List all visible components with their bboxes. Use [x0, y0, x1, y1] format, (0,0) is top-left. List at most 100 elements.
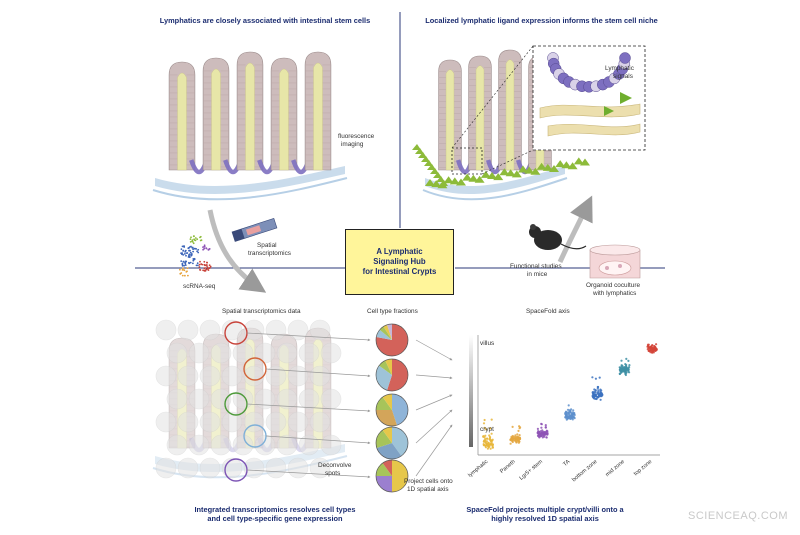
chart-point-2	[536, 427, 540, 430]
chart-point-0	[483, 418, 486, 422]
title-top-left: Lymphatics are closely associated with i…	[159, 16, 371, 25]
pie-slice	[379, 360, 392, 375]
spot-circle	[210, 388, 232, 410]
scrna-cell-dot	[208, 264, 211, 267]
scrna-cell-dot	[184, 251, 187, 253]
ligand-triangle	[573, 157, 584, 165]
submucosa-line	[422, 177, 568, 201]
chart-point-1	[515, 439, 518, 442]
scrna-cell-dot	[207, 267, 209, 270]
chart-point-0	[489, 427, 492, 430]
lacteal	[313, 62, 323, 171]
scrna-cell-dot	[194, 237, 197, 239]
chart-point-4	[594, 397, 597, 400]
ligand-triangle	[580, 158, 590, 166]
submucosa-line	[152, 177, 348, 201]
scrna-cell-dot	[197, 248, 200, 251]
spot-circle	[276, 434, 298, 456]
chart-point-0	[491, 438, 494, 441]
scrna-cell-dot	[192, 259, 195, 261]
scrna-cell-dot	[182, 261, 185, 263]
spot-circle	[155, 457, 177, 479]
pie-slice	[382, 460, 392, 476]
chart-point-3	[569, 409, 572, 413]
spacefold-axis-label: SpaceFold axis	[526, 308, 570, 315]
chart-point-2	[544, 424, 547, 427]
pie-slice	[379, 326, 392, 340]
deconvolve-label-1: Deconvolve	[318, 462, 352, 469]
ligand-triangle	[436, 176, 445, 182]
ligand-triangle	[427, 164, 436, 170]
chart-point-0	[482, 422, 486, 425]
spot-circle	[188, 342, 210, 364]
chart-point-5	[625, 357, 628, 360]
scrna-cell-dot	[203, 270, 206, 272]
scrna-cell-dot	[193, 235, 195, 238]
scrna-cell-dot	[179, 272, 182, 275]
chart-point-4	[600, 391, 603, 394]
scrna-cell-dot	[190, 236, 192, 239]
ligand-triangle	[536, 162, 547, 170]
ligand-triangle	[542, 163, 553, 171]
scrna-cell-dot	[182, 249, 185, 252]
chart-point-0	[485, 428, 488, 431]
inset-ligand-icon	[620, 92, 632, 104]
chart-point-5	[624, 367, 627, 370]
chart-point-0	[482, 435, 485, 438]
chart-point-5	[628, 366, 631, 369]
chart-x-tick-label: TA	[562, 459, 571, 468]
chart-point-0	[488, 434, 491, 437]
inset-lymphatic-vessel	[539, 103, 641, 119]
functional-studies-label-2: in mice	[527, 271, 548, 278]
chart-point-0	[485, 440, 489, 443]
scrna-cell-dot	[180, 260, 183, 262]
chart-point-5	[624, 373, 628, 377]
spot-arrow	[246, 332, 371, 342]
chart-point-6	[646, 343, 650, 346]
pie-slice	[382, 427, 392, 443]
ligand-triangle	[567, 162, 578, 170]
title-bottom-left-2: and cell type-specific gene expression	[207, 514, 343, 523]
ligand-triangle	[449, 177, 460, 185]
lacteal	[505, 59, 515, 171]
spot-circle	[287, 319, 309, 341]
chart-point-5	[625, 369, 628, 372]
chart-point-0	[485, 442, 489, 445]
pie-arrow	[415, 374, 453, 380]
spot-circle	[199, 319, 221, 341]
spot-circle	[210, 434, 232, 456]
chart-point-1	[511, 425, 514, 428]
inset-ligand-icon-2	[604, 106, 614, 116]
chart-points	[482, 343, 658, 450]
scrna-cell-dot	[181, 252, 184, 255]
scrna-cell-dot	[205, 264, 208, 266]
chart-point-3	[567, 416, 571, 419]
spot-circle	[265, 365, 287, 387]
scrna-cell-dot	[198, 266, 201, 268]
ligand-triangle	[499, 168, 510, 176]
chart-point-2	[540, 426, 543, 429]
watermark: SCIENCEAQ.COM	[687, 510, 788, 522]
spot-circle	[298, 342, 320, 364]
chart-point-0	[486, 437, 489, 440]
spot-circle	[221, 319, 243, 341]
ligand-triangle	[415, 148, 424, 154]
chart-point-2	[541, 431, 544, 434]
inset-cell	[619, 52, 631, 64]
chart-point-4	[597, 389, 600, 392]
chart-point-6	[652, 348, 655, 351]
chart-point-3	[571, 416, 575, 419]
scrna-cell-dot	[183, 245, 185, 247]
lacteal	[245, 62, 255, 171]
chart-label-crypt: crypt	[480, 426, 494, 433]
scrna-cell-dot	[189, 246, 191, 248]
scrna-cell-dot	[199, 239, 202, 242]
pie-slice	[376, 463, 392, 476]
chart-point-2	[545, 436, 548, 439]
lymphatic-signals-label-2: signals	[613, 73, 633, 80]
scrna-cell-dot	[185, 252, 188, 255]
scrna-cell-dot	[206, 266, 209, 269]
chart-point-6	[653, 345, 656, 348]
scrna-cell-dot	[202, 246, 204, 249]
